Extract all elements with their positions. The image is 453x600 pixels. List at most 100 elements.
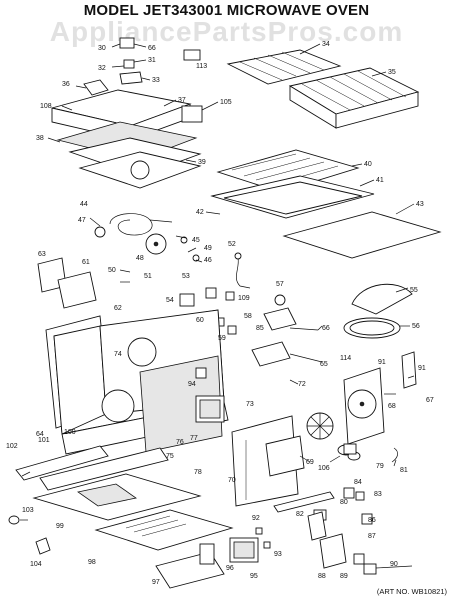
rack-34 (226, 49, 342, 85)
callout-75: 75 (166, 453, 174, 460)
callout-59: 59 (218, 335, 226, 342)
callout-47: 47 (78, 217, 86, 224)
callout-61: 61 (82, 259, 90, 266)
callout-64: 64 (36, 431, 44, 438)
callout-91b: 91 (418, 365, 426, 372)
callout-101: 101 (38, 437, 50, 444)
callout-58: 58 (244, 313, 252, 320)
diagram-title: MODEL JET343001 MICROWAVE OVEN (83, 2, 370, 19)
callout-104: 104 (30, 561, 42, 568)
callout-40: 40 (364, 161, 372, 168)
leader-lines (20, 43, 415, 569)
base-plate-100 (15, 445, 169, 491)
callout-70: 70 (228, 477, 236, 484)
callout-39: 39 (198, 159, 206, 166)
vent-assembly-61 (37, 257, 97, 309)
callout-36: 36 (62, 81, 70, 88)
callout-84: 84 (354, 479, 362, 486)
callout-77: 77 (190, 435, 198, 442)
callout-46: 46 (204, 257, 212, 264)
strip-82 (273, 491, 335, 513)
callout-74: 74 (114, 351, 122, 358)
callout-52: 52 (228, 241, 236, 248)
callout-105: 105 (220, 99, 232, 106)
fan-69 (306, 412, 334, 440)
callout-93: 93 (274, 551, 282, 558)
cavity-frame-64 (45, 309, 229, 455)
callout-79: 79 (376, 463, 384, 470)
foot-103 (8, 515, 51, 555)
turntable-56 (343, 317, 401, 339)
transformer-95 (199, 537, 259, 565)
callout-38: 38 (36, 135, 44, 142)
callout-89: 89 (340, 573, 348, 580)
bottom-cover-98 (94, 509, 234, 551)
callout-92: 92 (252, 515, 260, 522)
callout-106: 106 (318, 465, 330, 472)
callout-86: 86 (368, 517, 376, 524)
door-switch-65 (195, 341, 291, 379)
callout-62: 62 (114, 305, 122, 312)
fan-shroud-55 (351, 283, 413, 315)
bottom-plate-99 (32, 473, 202, 521)
callout-65: 65 (320, 361, 328, 368)
callout-100: 100 (64, 429, 76, 436)
thermistor-79 (343, 443, 398, 463)
callout-68: 68 (388, 403, 396, 410)
callout-96: 96 (226, 565, 234, 572)
callout-95: 95 (250, 573, 258, 580)
callout-56: 56 (412, 323, 420, 330)
antenna-bracket-group (83, 37, 201, 96)
callout-31: 31 (148, 57, 156, 64)
callout-48: 48 (136, 255, 144, 262)
heater-element-44 (109, 213, 173, 236)
callout-109: 109 (238, 295, 250, 302)
callout-102: 102 (6, 443, 18, 450)
callout-67: 67 (426, 397, 434, 404)
callout-94: 94 (188, 381, 196, 388)
callout-50: 50 (108, 267, 116, 274)
callout-53: 53 (182, 273, 190, 280)
art-number: (ART NO. WB10821) (376, 587, 447, 596)
callout-82: 82 (296, 511, 304, 518)
callout-76: 76 (176, 439, 184, 446)
callout-108: 108 (40, 103, 52, 110)
callout-66b: 66 (322, 325, 330, 332)
callout-66: 66 (148, 45, 156, 52)
callout-78: 78 (194, 469, 202, 476)
callout-87: 87 (368, 533, 376, 540)
callout-80: 80 (340, 499, 348, 506)
pan-41 (210, 175, 375, 219)
callout-44: 44 (80, 201, 88, 208)
interlock-switch-88 (307, 511, 377, 575)
callout-49: 49 (204, 245, 212, 252)
callout-33: 33 (152, 77, 160, 84)
callout-54: 54 (166, 297, 174, 304)
callout-51: 51 (144, 273, 152, 280)
motor-housing-68 (343, 367, 385, 445)
diode-93 (255, 527, 271, 549)
callout-69: 69 (306, 459, 314, 466)
switch-group (179, 287, 235, 307)
callout-42: 42 (196, 209, 204, 216)
callout-63: 63 (38, 251, 46, 258)
callout-81: 81 (400, 467, 408, 474)
callout-91: 91 (378, 359, 386, 366)
callout-41: 41 (376, 177, 384, 184)
callout-37: 37 (178, 97, 186, 104)
callout-43: 43 (416, 201, 424, 208)
callout-72: 72 (298, 381, 306, 388)
rod-66 (289, 327, 319, 331)
callout-60: 60 (196, 317, 204, 324)
callout-30: 30 (98, 45, 106, 52)
callout-45: 45 (192, 237, 200, 244)
callout-35: 35 (388, 69, 396, 76)
callout-114: 114 (340, 355, 351, 362)
callout-32: 32 (98, 65, 106, 72)
hinge-67 (401, 351, 417, 389)
magnetron-94 (195, 395, 225, 423)
callout-83: 83 (374, 491, 382, 498)
callout-85: 85 (256, 325, 264, 332)
part-number-callouts: 30 66 31 32 33 113 34 35 36 108 37 105 3… (6, 41, 434, 586)
